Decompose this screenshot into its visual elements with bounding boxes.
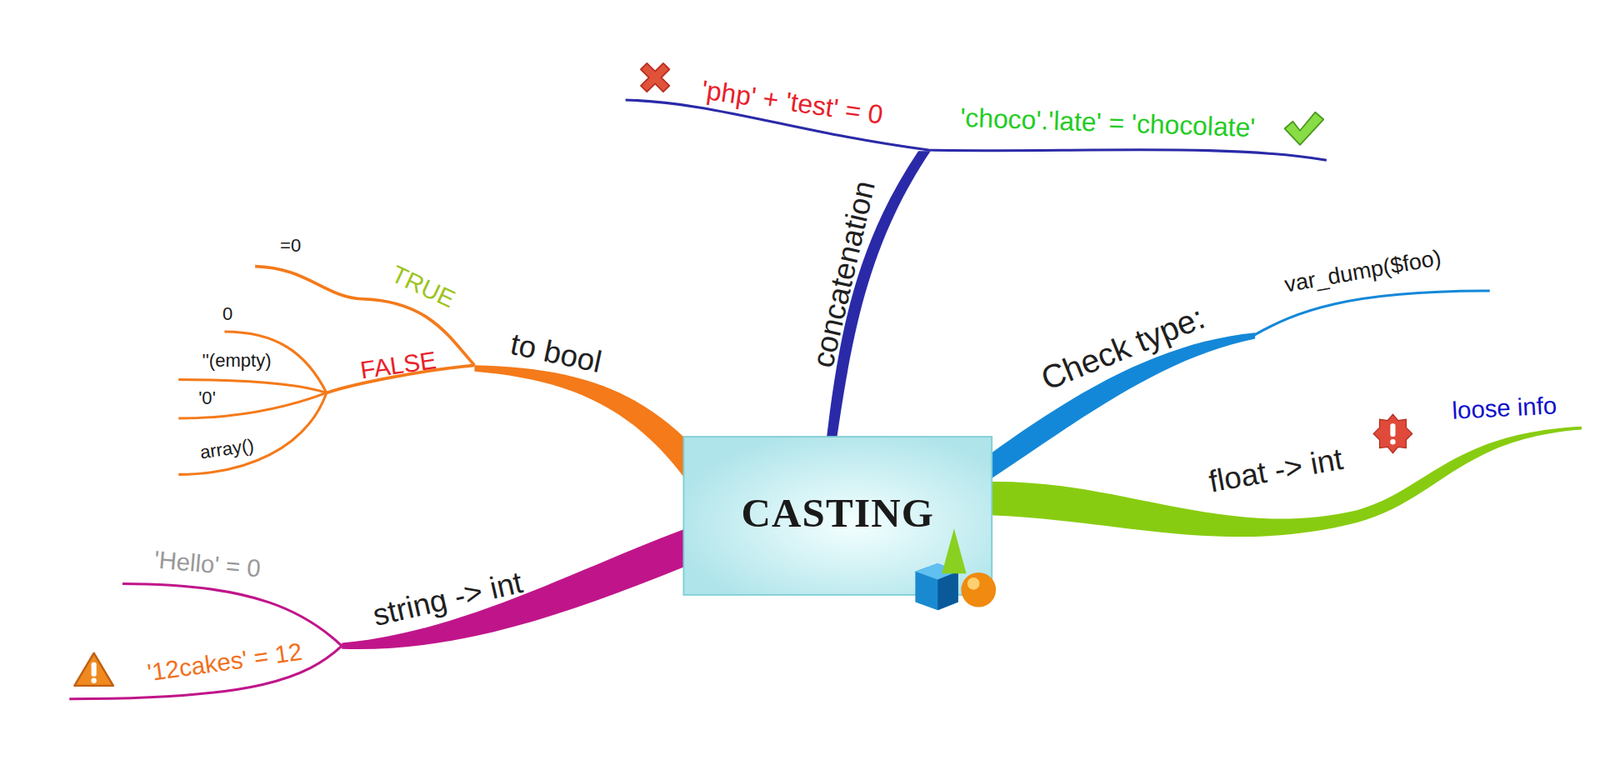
leaf-label: 'Hello' = 0 — [152, 546, 261, 583]
branch-twig — [625, 100, 1327, 160]
cross-icon — [640, 63, 670, 92]
branch-twig — [1253, 290, 1490, 336]
right-example: 'choco'.'late' = 'chocolate' — [959, 102, 1255, 142]
leaf-label: array() — [198, 435, 255, 464]
value-label: FALSE — [358, 346, 438, 385]
leaf-label: '0' — [198, 389, 216, 410]
leaf-label: =0 — [280, 236, 301, 257]
shapes-icon — [915, 528, 996, 610]
note-label: loose info — [1450, 392, 1557, 425]
alert-burst-icon — [1373, 414, 1413, 454]
branch — [474, 365, 685, 480]
central-box-fill — [683, 436, 992, 595]
leaf-label: var_dump($foo) — [1282, 245, 1443, 298]
leaf-label: 0 — [222, 305, 233, 325]
branch-label: float -> int — [1205, 440, 1345, 498]
warning-icon — [74, 653, 114, 686]
check-icon — [1285, 112, 1325, 145]
branch — [990, 426, 1582, 537]
wrong-example: 'php' + 'test' = 0 — [699, 75, 885, 130]
branch — [341, 528, 686, 650]
branch-twig — [122, 583, 342, 646]
topic-title: CASTING — [740, 489, 935, 538]
leaf-label: ''(empty) — [201, 350, 271, 371]
central-topic-box: CASTING — [683, 436, 992, 595]
